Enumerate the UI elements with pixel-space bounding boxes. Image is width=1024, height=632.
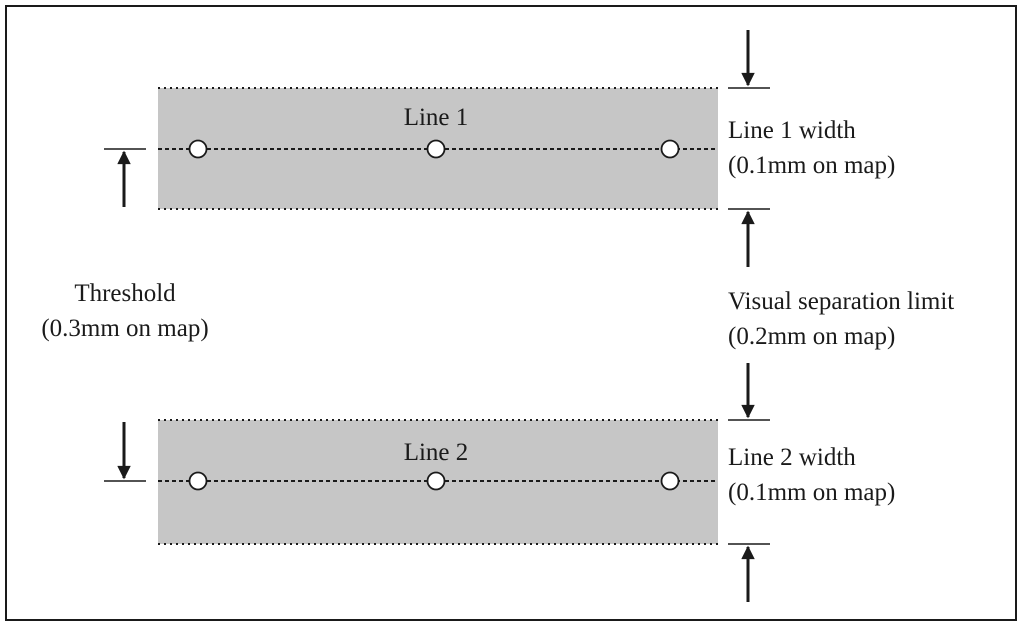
separation-value: (0.2mm on map) xyxy=(728,323,895,350)
separation-label: Visual separation limit xyxy=(728,288,954,315)
line-2-vertex-circle-icon xyxy=(660,471,680,491)
line-2-group: Line 2 xyxy=(158,419,718,545)
line-1-vertex-circle-icon xyxy=(426,139,446,159)
line-2-width-value: (0.1mm on map) xyxy=(728,479,895,506)
line-1-group: Line 1 xyxy=(158,87,718,210)
line-1-vertex-circle-icon xyxy=(188,139,208,159)
threshold-value: (0.3mm on map) xyxy=(41,315,208,342)
right-dimensions: Line 1 width (0.1mm on map) Visual separ… xyxy=(728,30,954,602)
line-1-label: Line 1 xyxy=(404,104,469,131)
line-2-label: Line 2 xyxy=(404,439,469,466)
line-1-width-value: (0.1mm on map) xyxy=(728,152,895,179)
line-1-vertex-circle-icon xyxy=(660,139,680,159)
threshold-label: Threshold xyxy=(74,280,176,307)
line-1-width-label: Line 1 width xyxy=(728,117,856,144)
line-2-vertex-circle-icon xyxy=(426,471,446,491)
line-2-width-label: Line 2 width xyxy=(728,444,856,471)
threshold-dimension: Threshold (0.3mm on map) xyxy=(41,148,209,482)
line-2-vertex-circle-icon xyxy=(188,471,208,491)
diagram-frame xyxy=(5,5,1017,621)
